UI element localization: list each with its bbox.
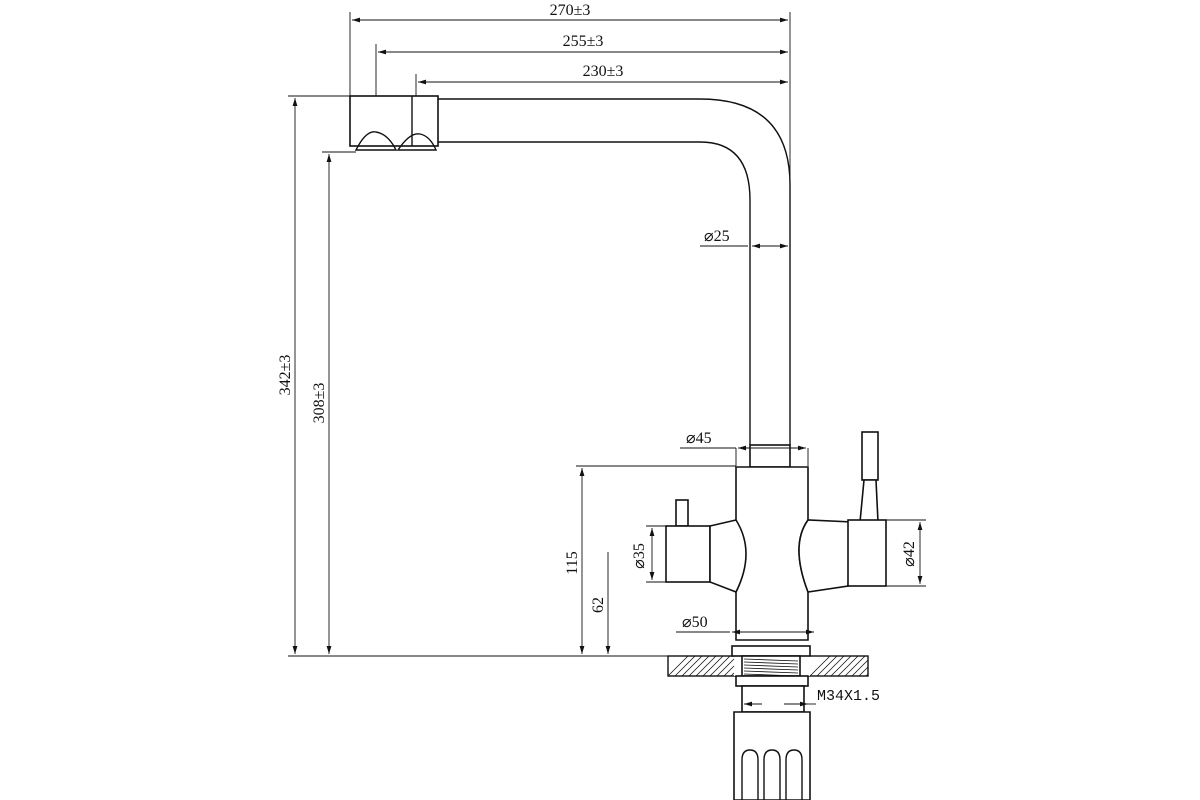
hatch-line xyxy=(809,655,831,677)
hatch-line xyxy=(688,655,710,677)
hatch-line xyxy=(851,659,869,677)
hatch-line xyxy=(823,655,845,677)
hatch-line xyxy=(709,655,731,677)
hatch-line xyxy=(844,655,866,677)
mounting-base: M34X1.5 xyxy=(731,645,880,713)
dimension-dia-42-label: ⌀42 xyxy=(901,541,918,567)
hatch-line xyxy=(723,665,735,677)
locking-nut xyxy=(733,711,811,800)
spout xyxy=(349,95,791,445)
dimension-270-label: 270±3 xyxy=(550,2,591,19)
dimension-dia-25: ⌀25 xyxy=(700,228,788,249)
thread-line xyxy=(743,670,799,674)
dimension-115: 115 xyxy=(564,465,736,654)
hatch-line xyxy=(858,666,869,677)
hatch-line xyxy=(667,655,689,677)
dimension-dia-25-label: ⌀25 xyxy=(704,228,730,245)
thread-line xyxy=(743,661,799,665)
dimension-dia-45-label: ⌀45 xyxy=(686,430,712,447)
dimension-270: 270±3 xyxy=(349,2,791,185)
dimension-115-label: 115 xyxy=(564,551,581,574)
dimension-342: 342±3 xyxy=(277,95,735,657)
dimension-dia-45: ⌀45 xyxy=(680,430,809,466)
dimension-230: 230±3 xyxy=(415,63,788,96)
hatch-line xyxy=(816,655,838,677)
hatch-line xyxy=(674,655,696,677)
hatch-line xyxy=(695,655,717,677)
right-handle: ⌀42 xyxy=(798,431,926,593)
dimension-62: 62 xyxy=(590,552,611,654)
thread-line xyxy=(743,664,799,668)
dimension-255-label: 255±3 xyxy=(563,33,604,50)
dimension-308: 308±3 xyxy=(311,151,356,654)
dimension-dia-35-label: ⌀35 xyxy=(631,543,648,569)
hatch-line xyxy=(730,672,735,677)
hatch-line xyxy=(837,655,859,677)
dimension-342-label: 342±3 xyxy=(277,355,294,396)
left-handle: ⌀35 xyxy=(631,499,747,594)
hatch-line xyxy=(681,655,703,677)
hatch-line xyxy=(865,673,869,677)
thread-line xyxy=(743,667,799,671)
dimension-dia-50: ⌀50 xyxy=(676,614,814,635)
dimension-62-label: 62 xyxy=(590,597,607,613)
dimension-308-label: 308±3 xyxy=(311,383,328,424)
hatch-line xyxy=(830,655,852,677)
thread-label: M34X1.5 xyxy=(817,688,880,705)
hatch-line xyxy=(702,655,724,677)
dimension-dia-50-label: ⌀50 xyxy=(682,614,708,631)
dimension-255: 255±3 xyxy=(375,33,788,96)
dimension-230-label: 230±3 xyxy=(583,63,624,80)
hatch-line xyxy=(716,658,735,677)
thread-line xyxy=(743,658,799,662)
